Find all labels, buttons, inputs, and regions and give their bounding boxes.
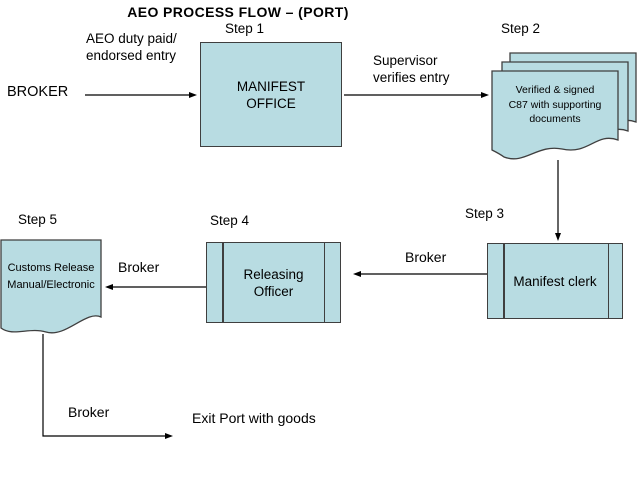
- flow-title: AEO PROCESS FLOW – (PORT): [127, 4, 349, 20]
- step-4-label: Step 4: [210, 213, 250, 228]
- document-shape: [0, 239, 102, 334]
- verified-docs-text: Verified & signed C87 with supporting do…: [508, 84, 602, 125]
- verified-docs-stack: [491, 52, 637, 160]
- predefined-process-line: [222, 243, 224, 322]
- releasing-officer-node: Releasing Officer: [206, 242, 341, 323]
- broker-officer-to-release-label: Broker: [118, 259, 160, 275]
- supervisor-label: Supervisor verifies entry: [373, 53, 450, 85]
- customs-release-doc: [0, 239, 102, 334]
- step-3-label: Step 3: [465, 206, 505, 221]
- manifest-office-text: MANIFEST OFFICE: [236, 78, 306, 111]
- aeo-duty-label: AEO duty paid/ endorsed entry: [86, 31, 177, 63]
- step-2-label: Step 2: [501, 21, 541, 36]
- step-5-label: Step 5: [18, 212, 58, 227]
- manifest-clerk-text: Manifest clerk: [513, 273, 597, 289]
- manifest-clerk-node: Manifest clerk: [487, 243, 623, 319]
- manifest-office-node: MANIFEST OFFICE: [200, 42, 342, 147]
- exit-port-label: Exit Port with goods: [192, 410, 316, 426]
- customs-release-text: Customs Release Manual/Electronic: [7, 262, 95, 291]
- document-shape-front: [491, 70, 619, 160]
- broker-exit-label: Broker: [68, 404, 110, 420]
- broker-clerk-to-officer-label: Broker: [405, 249, 447, 265]
- predefined-process-line: [503, 244, 505, 318]
- predefined-process-line: [607, 244, 609, 318]
- predefined-process-line: [323, 243, 325, 322]
- arrow-release-to-exit-port: [42, 334, 173, 439]
- releasing-officer-text: Releasing Officer: [243, 266, 304, 299]
- broker-start-label: BROKER: [7, 84, 69, 100]
- step-1-label: Step 1: [225, 21, 265, 36]
